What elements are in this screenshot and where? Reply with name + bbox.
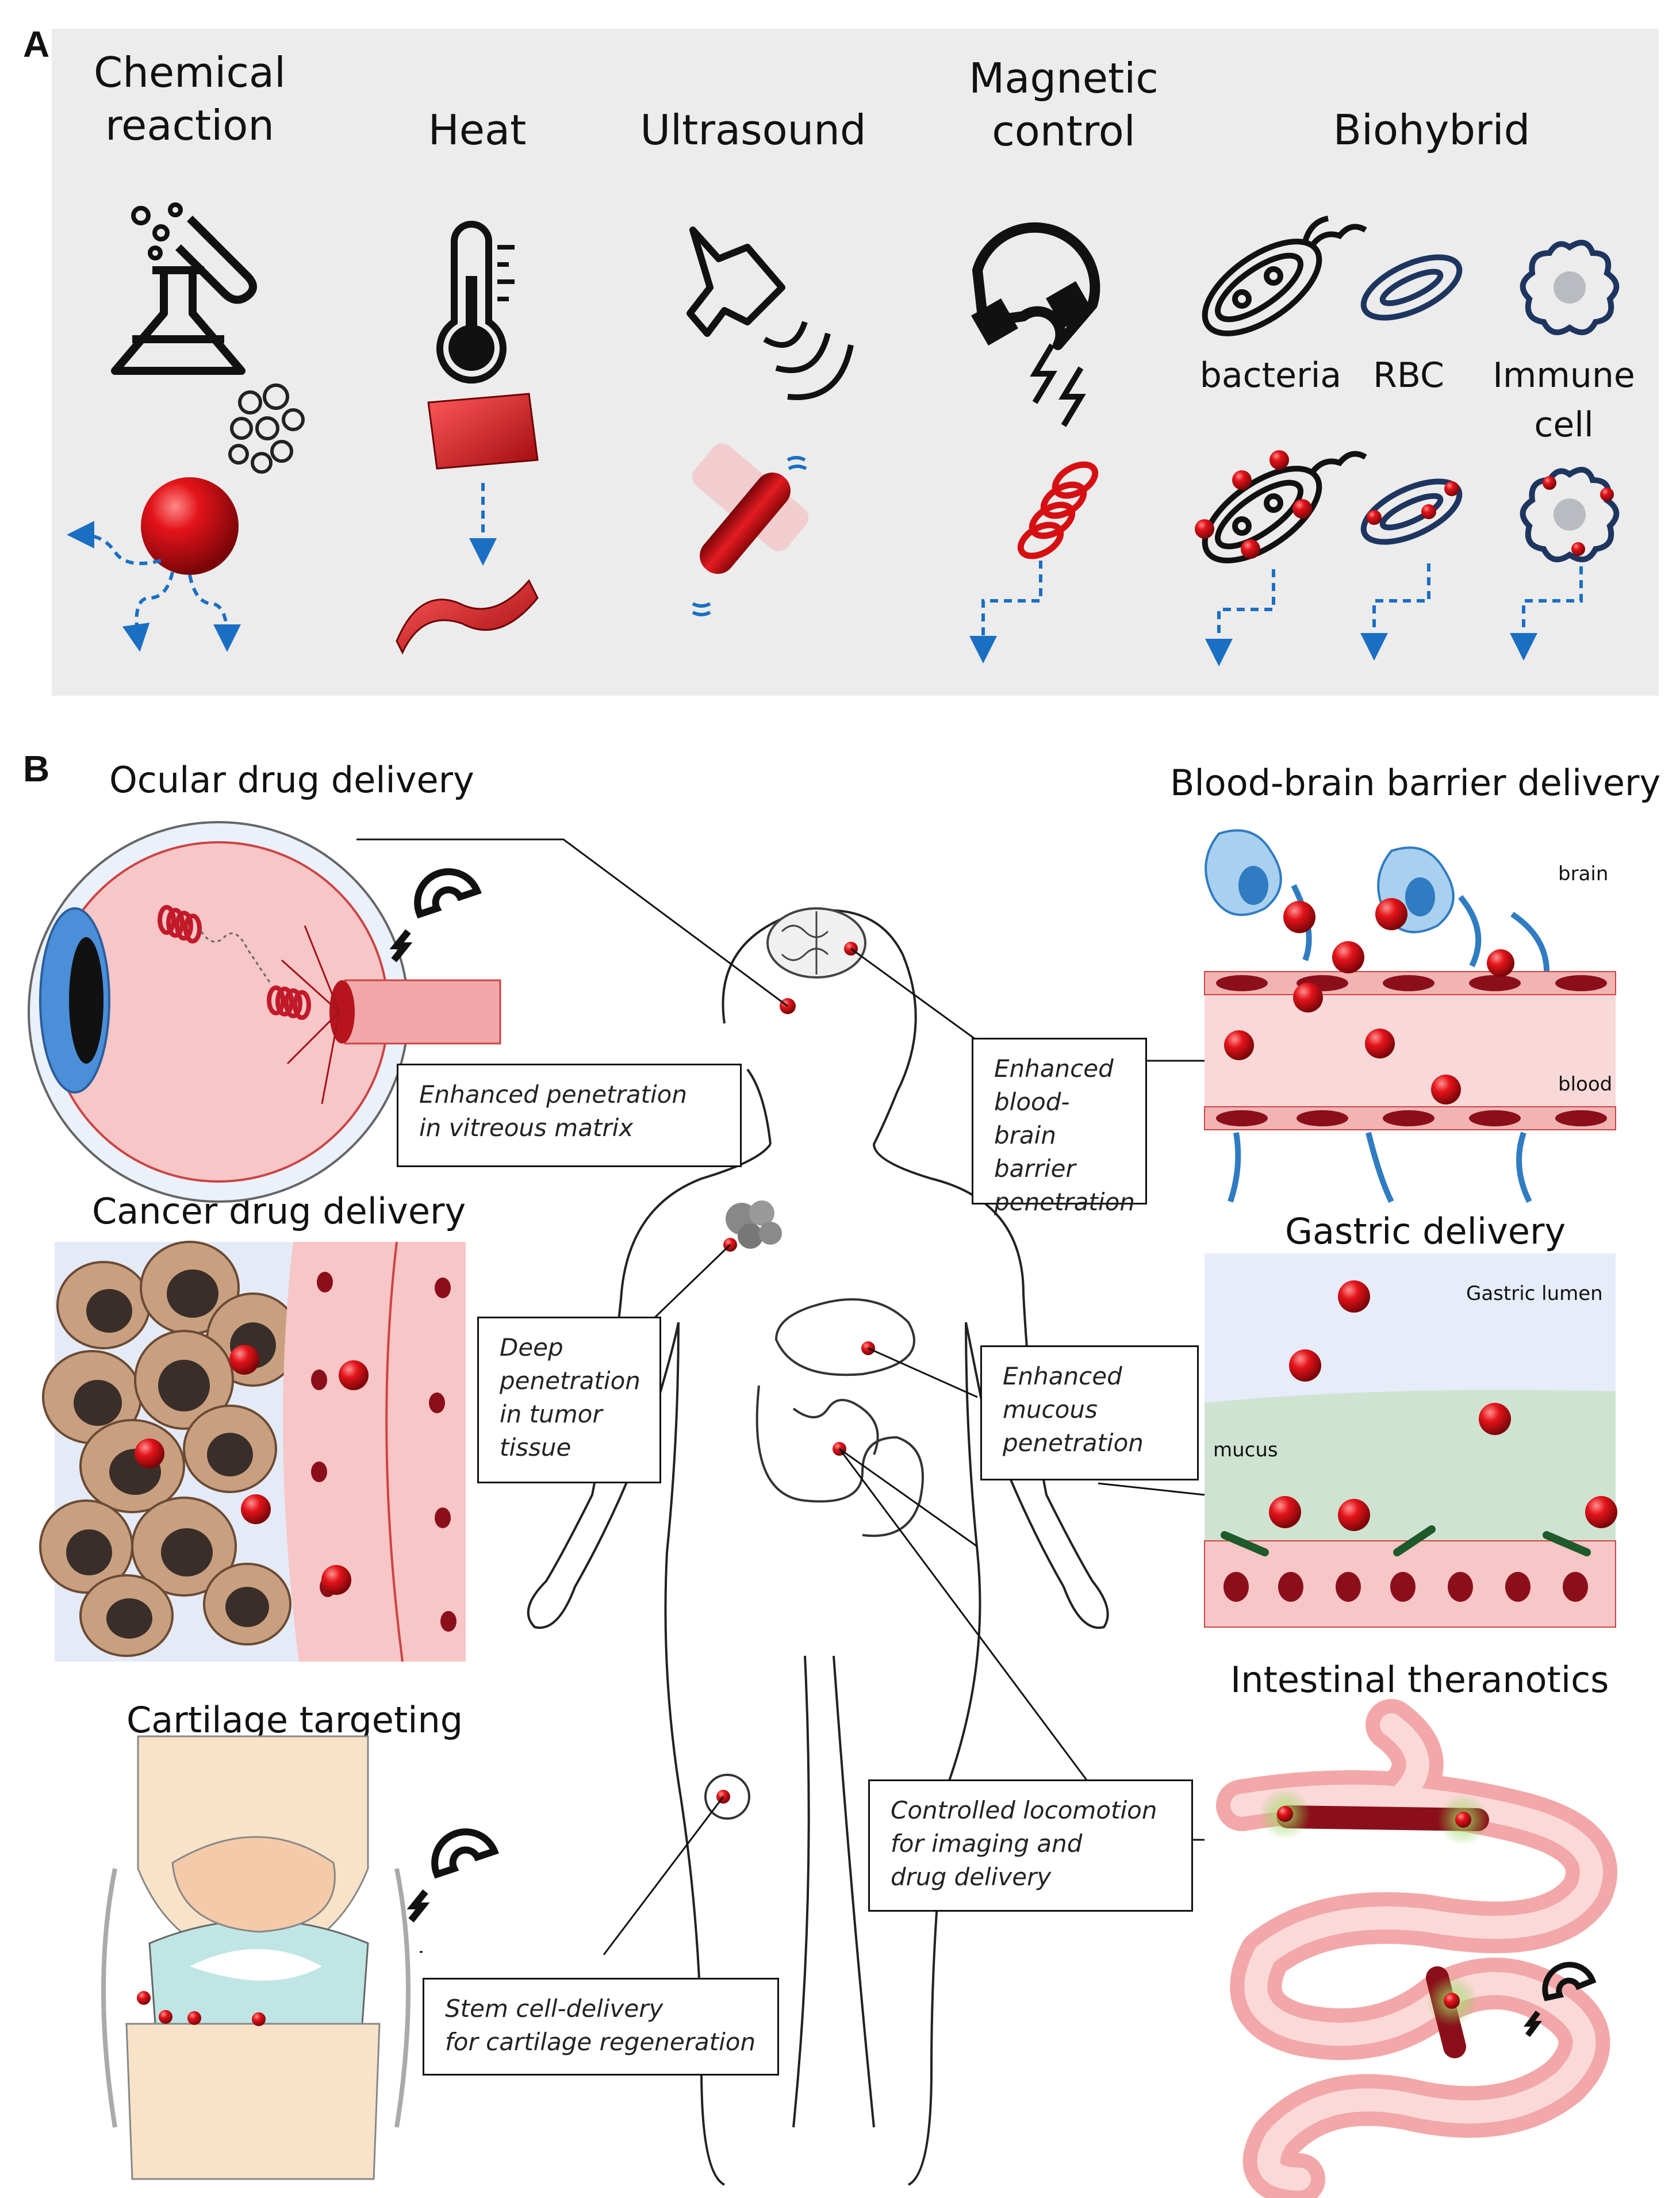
callout-line: penetration	[500, 1367, 640, 1395]
category-chemical-reaction: Chemical reaction	[63, 46, 316, 152]
heat-flat-sheet	[427, 393, 539, 470]
rbc-icon	[1360, 254, 1463, 321]
bubbles-icon	[131, 202, 183, 260]
category-ultrasound: Ultrasound	[621, 103, 885, 156]
tumor-tissue-illustration	[39, 1241, 466, 1662]
bbb-title: Blood-brain barrier delivery	[1170, 762, 1661, 804]
biohybrid-bacteria-label: bacteria	[1179, 351, 1363, 400]
tumor-organ	[726, 1200, 782, 1249]
heat-curved-sheet	[396, 579, 539, 655]
callout-line: Controlled locomotion	[891, 1796, 1157, 1824]
red-microrobot-sphere	[141, 477, 239, 575]
gastric-illustration	[1204, 1253, 1617, 1628]
test-tube-icon	[175, 216, 257, 304]
panel-a-letter: A	[23, 24, 50, 65]
callout-line: Enhanced penetration	[419, 1080, 687, 1108]
helical-microrobot-icon	[1017, 461, 1099, 559]
gastric-lumen-label: Gastric lumen	[1466, 1282, 1603, 1305]
callout-line: drug delivery	[891, 1863, 1052, 1891]
category-heat: Heat	[391, 103, 563, 156]
category-title-line: Magnetic	[969, 54, 1159, 102]
callout-line: for imaging and	[891, 1829, 1083, 1858]
category-title-line: Biohybrid	[1333, 106, 1531, 154]
brain-label: brain	[1558, 862, 1609, 885]
immune-cell-with-particles-icon	[1520, 467, 1620, 562]
callout-line: for cartilage regeneration	[445, 2028, 756, 2056]
leader-lines	[356, 838, 1205, 1955]
immune-cell-arrow	[1510, 566, 1583, 661]
callout-line: penetration	[1003, 1429, 1144, 1457]
bbb-callout: Enhanced blood-brain barrier penetration	[972, 1038, 1147, 1216]
stem-cell-callout: Stem cell-delivery for cartilage regener…	[423, 1978, 779, 2076]
callout-line: in vitreous matrix	[419, 1114, 634, 1142]
callout-line: blood-brain	[994, 1088, 1070, 1149]
brain-organ	[766, 907, 866, 979]
biohybrid-label-line: cell	[1534, 405, 1594, 445]
cancer-title: Cancer drug delivery	[92, 1190, 466, 1232]
category-title-line: Ultrasound	[640, 106, 866, 154]
mucus-label: mucus	[1213, 1439, 1278, 1462]
motion-arrows-icon	[67, 521, 241, 652]
magnet-icon	[389, 868, 482, 962]
callout-line: barrier	[994, 1154, 1076, 1183]
intestinal-title: Intestinal theranotics	[1230, 1659, 1609, 1701]
rbc-with-particles-icon	[1360, 478, 1463, 545]
mucous-callout: Enhanced mucous penetration	[980, 1345, 1199, 1480]
tumor-callout: Deep penetration in tumor tissue	[477, 1317, 661, 1483]
flask-icon	[111, 266, 246, 375]
intestine-organ	[755, 1385, 924, 1537]
bacteria-icon	[1202, 216, 1367, 336]
stomach-organ	[774, 1298, 915, 1376]
gas-bubbles-icon	[228, 383, 305, 474]
biohybrid-label-line: RBC	[1373, 355, 1444, 396]
biohybrid-label-line: Immune	[1493, 355, 1635, 396]
ultrasound-probe-icon	[686, 227, 854, 400]
biohybrid-label-line: bacteria	[1199, 355, 1342, 396]
bbb-illustration	[1204, 816, 1616, 1203]
blood-label: blood	[1558, 1073, 1613, 1096]
category-biohybrid: Biohybrid	[1294, 103, 1570, 156]
category-title-line: Heat	[428, 106, 527, 154]
panel-a-background	[52, 29, 1659, 696]
callout-line: Enhanced	[1003, 1362, 1122, 1390]
gastric-title: Gastric delivery	[1285, 1210, 1566, 1252]
magnet-icon	[406, 1828, 499, 1923]
category-title-line: reaction	[105, 101, 274, 149]
eye-illustration	[28, 821, 501, 1203]
vitreous-callout: Enhanced penetration in vitreous matrix	[397, 1064, 742, 1167]
callout-line: Stem cell-delivery	[445, 1994, 663, 2023]
callout-line: mucous	[1003, 1395, 1098, 1424]
knee-illustration	[101, 1735, 411, 2180]
biohybrid-immune-cell-label: Immune cell	[1472, 351, 1656, 450]
biohybrid-rbc-label: RBC	[1345, 351, 1472, 400]
thermometer-icon	[436, 221, 515, 384]
cartilage-title: Cartilage targeting	[126, 1699, 463, 1741]
category-title-line: Chemical	[93, 48, 286, 97]
magnet-icon	[1524, 1962, 1597, 2037]
category-magnetic-control: Magnetic control	[920, 52, 1207, 158]
callout-line: tissue	[500, 1433, 571, 1462]
imaging-glow	[1259, 1788, 1489, 2027]
ocular-title: Ocular drug delivery	[109, 759, 474, 801]
callout-line: in tumor	[500, 1400, 603, 1428]
ultrasound-rod	[700, 472, 791, 574]
vibration-icon	[692, 456, 807, 616]
magnet-icon	[971, 222, 1100, 427]
immune-cell-icon	[1520, 240, 1620, 335]
locomotion-callout: Controlled locomotion for imaging and dr…	[868, 1779, 1193, 1912]
panel-a-icons	[67, 202, 1620, 666]
callout-line: Deep	[500, 1333, 563, 1361]
panel-b-letter: B	[23, 748, 50, 789]
callout-line: Enhanced	[994, 1054, 1114, 1083]
callout-line: penetration	[994, 1188, 1135, 1216]
knee-joint	[704, 1774, 750, 1820]
category-title-line: control	[992, 107, 1136, 155]
bacteria-with-particles-icon	[1195, 450, 1367, 563]
magnetic-arrow	[969, 561, 1042, 663]
rbc-arrow	[1360, 563, 1430, 661]
bacteria-arrow	[1205, 569, 1275, 666]
